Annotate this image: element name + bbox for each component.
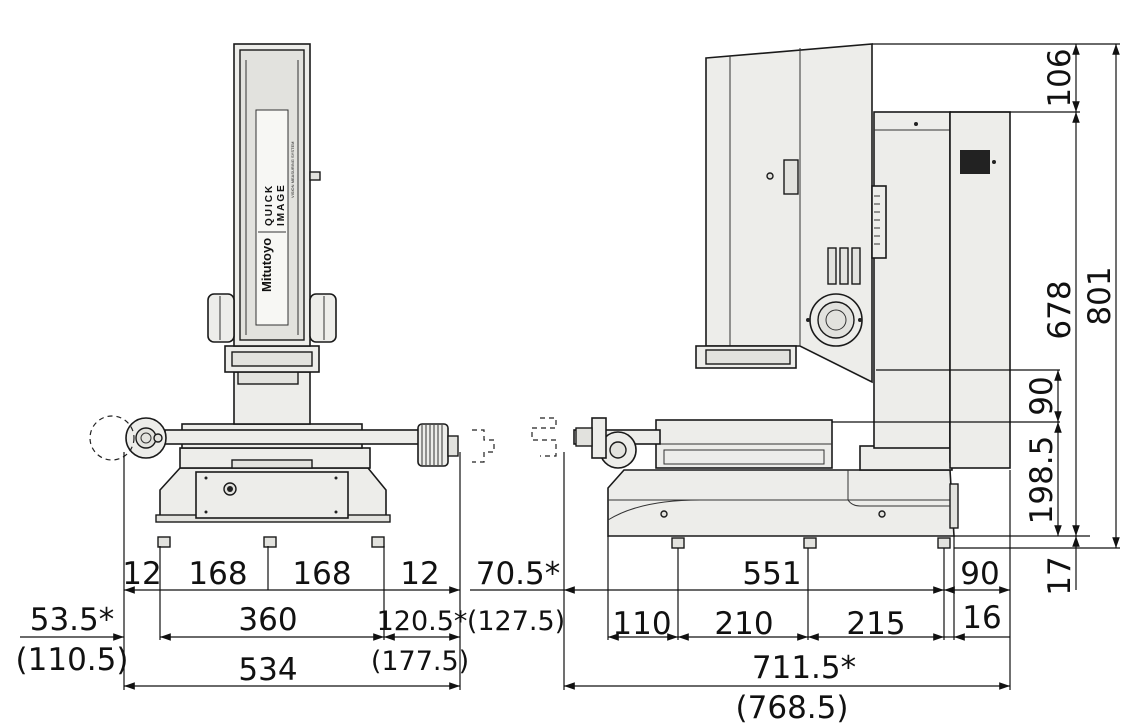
- dim-127-5: (127.5): [467, 606, 565, 637]
- dim-110-5: (110.5): [16, 642, 129, 678]
- front-column-lower: [224, 345, 320, 425]
- dim-360: 360: [238, 602, 297, 638]
- dim-168-b: 168: [292, 556, 351, 592]
- dim-678: 678: [1042, 280, 1078, 339]
- dim-551: 551: [742, 556, 801, 592]
- side-head: [695, 43, 887, 384]
- front-stage: [89, 415, 495, 469]
- dim-106: 106: [1042, 48, 1078, 107]
- dim-768-5: (768.5): [736, 690, 849, 726]
- side-dimensions: 70.5* (127.5) 551 90 110 210 215 16 711.…: [467, 43, 1120, 726]
- front-view: Mitutoyo QUICK IMAGE VISION MEASURING SY…: [16, 43, 495, 690]
- front-base: [155, 467, 391, 523]
- front-feet: [157, 536, 385, 548]
- side-feet: [671, 537, 951, 549]
- dim-168-a: 168: [188, 556, 247, 592]
- dim-198-5: 198.5: [1024, 436, 1060, 525]
- column-label-bottom: IMAGE: [276, 183, 287, 226]
- dim-711-5: 711.5*: [752, 650, 856, 686]
- column-label-top: QUICK: [264, 184, 275, 226]
- column-small-text: VISION MEASURING SYSTEM: [290, 142, 295, 198]
- logo-text: Mitutoyo: [259, 238, 274, 292]
- dim-801: 801: [1082, 266, 1118, 325]
- dim-210: 210: [714, 606, 773, 642]
- dim-215: 215: [846, 606, 905, 642]
- dim-17: 17: [1042, 556, 1078, 595]
- dim-12-left: 12: [122, 556, 161, 592]
- dim-110: 110: [612, 606, 671, 642]
- side-column: [873, 111, 1011, 469]
- dim-70-5: 70.5*: [476, 556, 561, 592]
- front-column: Mitutoyo QUICK IMAGE VISION MEASURING SY…: [207, 43, 337, 347]
- dim-90-bottom: 90: [960, 556, 999, 592]
- dim-12-right: 12: [400, 556, 439, 592]
- side-base: [607, 469, 959, 537]
- side-view: 70.5* (127.5) 551 90 110 210 215 16 711.…: [467, 43, 1120, 726]
- dim-534: 534: [238, 652, 297, 688]
- dim-177-5: (177.5): [371, 646, 469, 677]
- dim-16: 16: [962, 600, 1001, 636]
- side-stage: [531, 417, 953, 471]
- front-dimensions: 12 168 168 12 53.5* (110.5) 360 120.5* (…: [16, 452, 469, 690]
- dim-120-5: 120.5*: [377, 606, 468, 637]
- dim-90-side: 90: [1024, 376, 1060, 415]
- dim-53-5: 53.5*: [30, 602, 115, 638]
